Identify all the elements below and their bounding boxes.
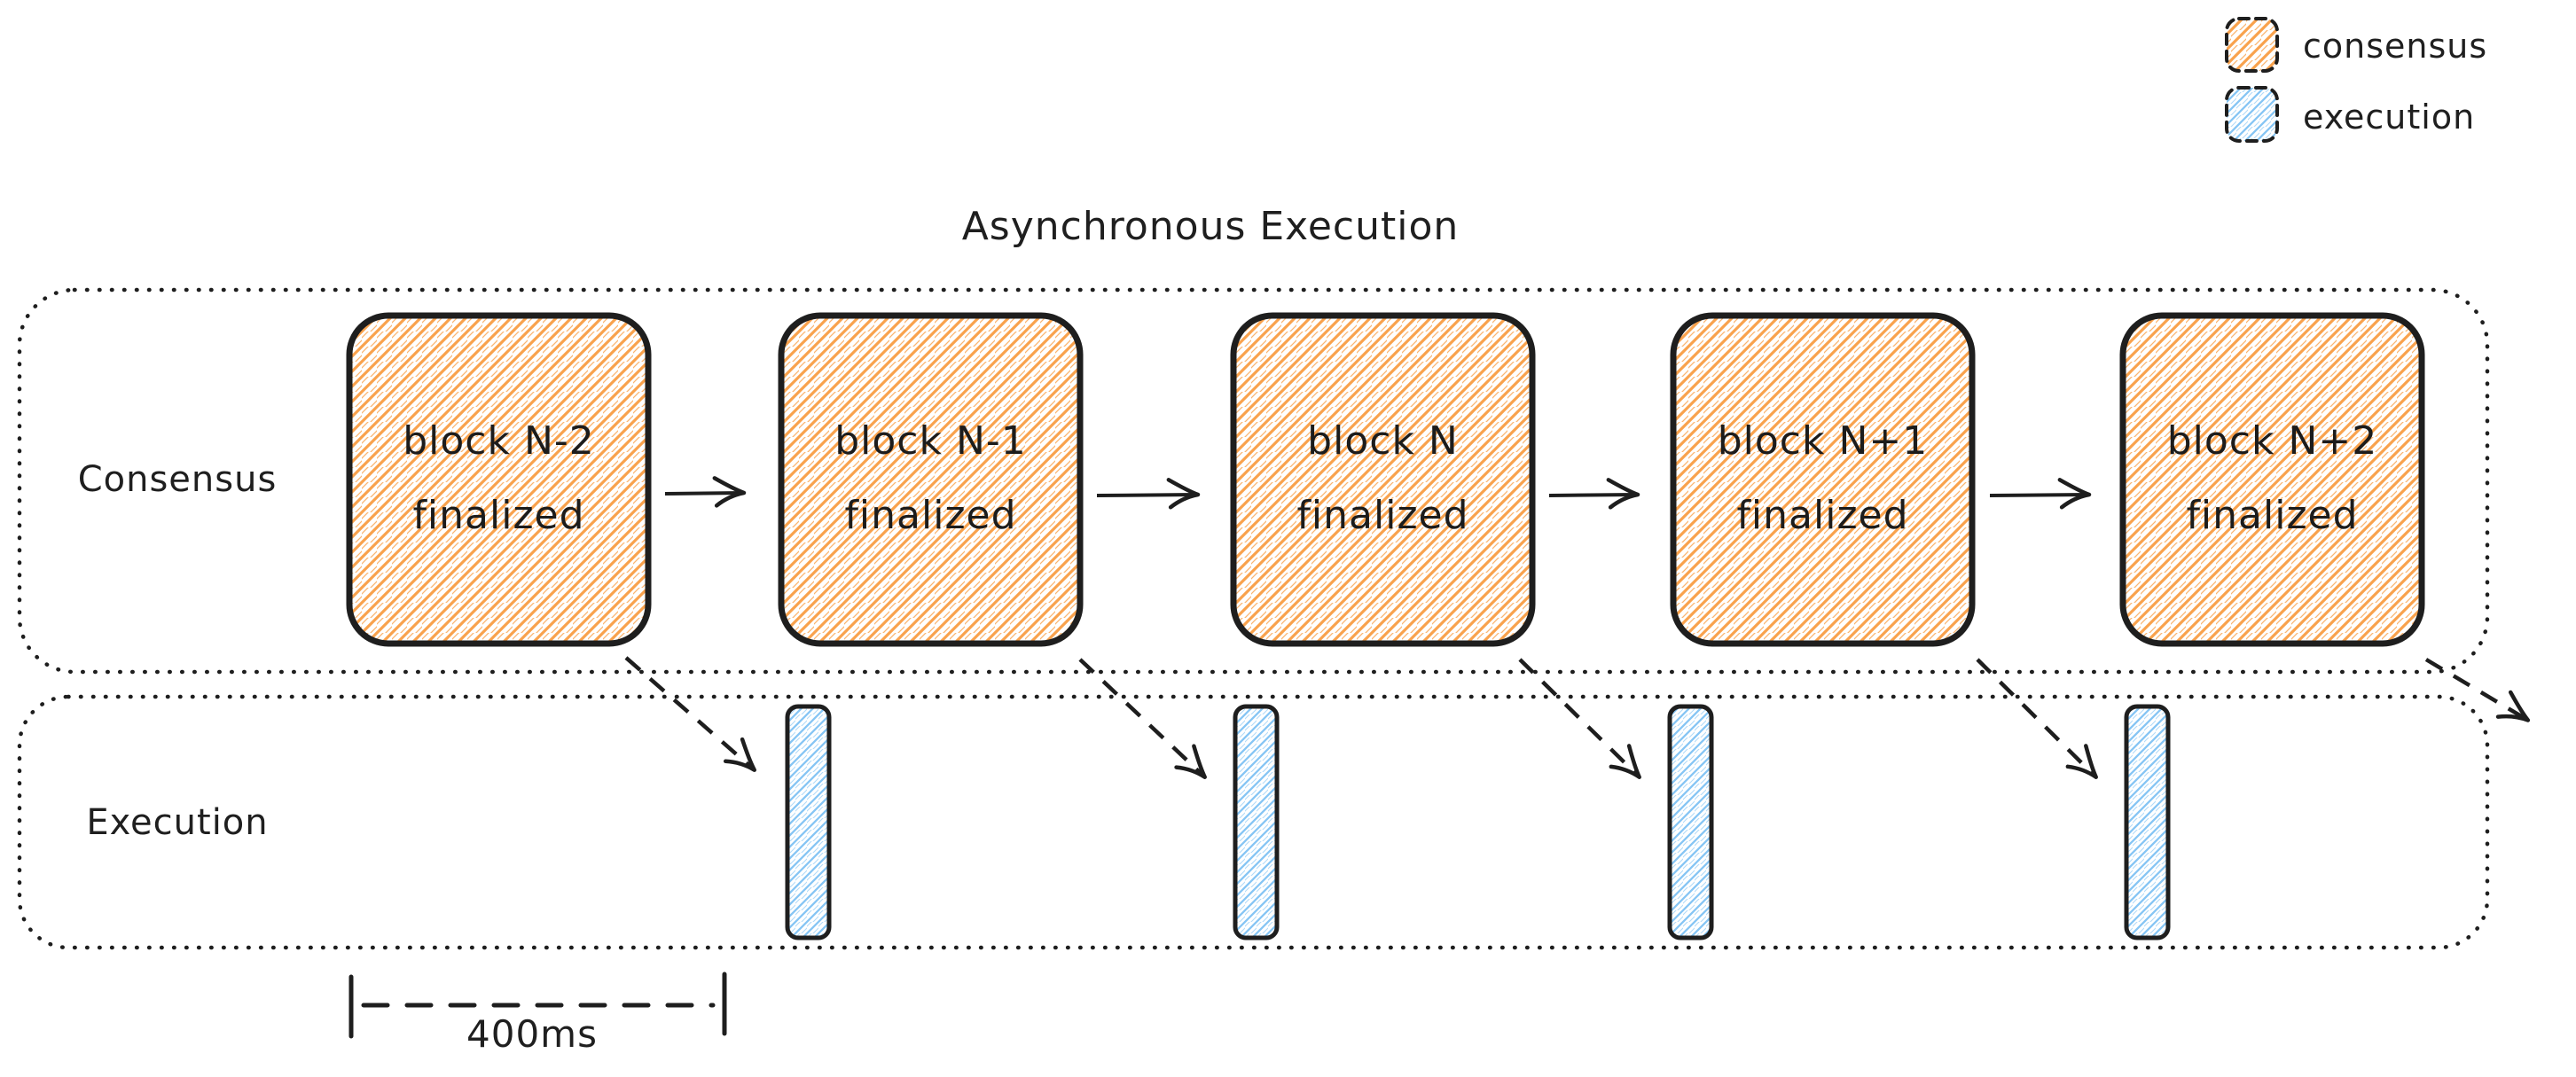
block-label-line1: block N+1 [1717,418,1929,464]
consensus-block-n-1 [778,312,1084,647]
block-label-line2: finalized [1736,493,1909,538]
legend-consensus-swatch [2225,17,2279,73]
finalize-to-execute-arrow-1 [624,656,757,772]
legend-execution-label: execution [2303,98,2476,137]
consensus-block-label-1: block N-2 finalized [346,314,652,644]
consensus-arrow-4 [1989,478,2092,510]
execution-bar-4 [2124,704,2171,940]
finalize-to-execute-arrow-2 [1078,658,1207,779]
finalize-to-execute-arrow-5 [2424,658,2531,722]
block-label-line1: block N-2 [403,418,595,464]
consensus-lane-label: Consensus [77,459,278,500]
legend-execution-swatch [2225,86,2279,143]
consensus-lane-outline [17,287,2490,675]
consensus-arrow-1 [664,476,747,508]
finalize-to-execute-arrow-3 [1518,658,1641,779]
block-label-line1: block N [1307,418,1459,464]
block-label-line1: block N-1 [834,418,1027,464]
execution-bar-1 [785,704,832,940]
consensus-block-label-3: block N finalized [1230,314,1536,644]
legend-consensus-label: consensus [2303,27,2488,66]
block-label-line2: finalized [412,493,585,538]
consensus-arrow-2 [1096,478,1201,510]
block-label-line1: block N+2 [2166,418,2378,464]
consensus-arrow-3 [1548,478,1640,510]
block-label-line2: finalized [1296,493,1469,538]
block-label-line2: finalized [2186,493,2359,538]
execution-bar-3 [1667,704,1714,940]
execution-bar-2 [1233,704,1280,940]
consensus-block-label-4: block N+1 finalized [1670,314,1976,644]
consensus-block-n-plus-2 [2119,312,2425,647]
diagram-title: Asynchronous Execution [961,204,1460,249]
execution-lane-label: Execution [86,802,269,843]
consensus-block-n-plus-1 [1670,312,1976,647]
consensus-block-n-2 [346,312,652,647]
consensus-block-label-5: block N+2 finalized [2119,314,2425,644]
consensus-block-label-2: block N-1 finalized [778,314,1084,644]
execution-lane-outline [17,694,2490,950]
finalize-to-execute-arrow-4 [1976,658,2098,779]
ruler-duration-label: 400ms [466,1012,598,1056]
block-label-line2: finalized [844,493,1017,538]
consensus-block-n [1230,312,1536,647]
